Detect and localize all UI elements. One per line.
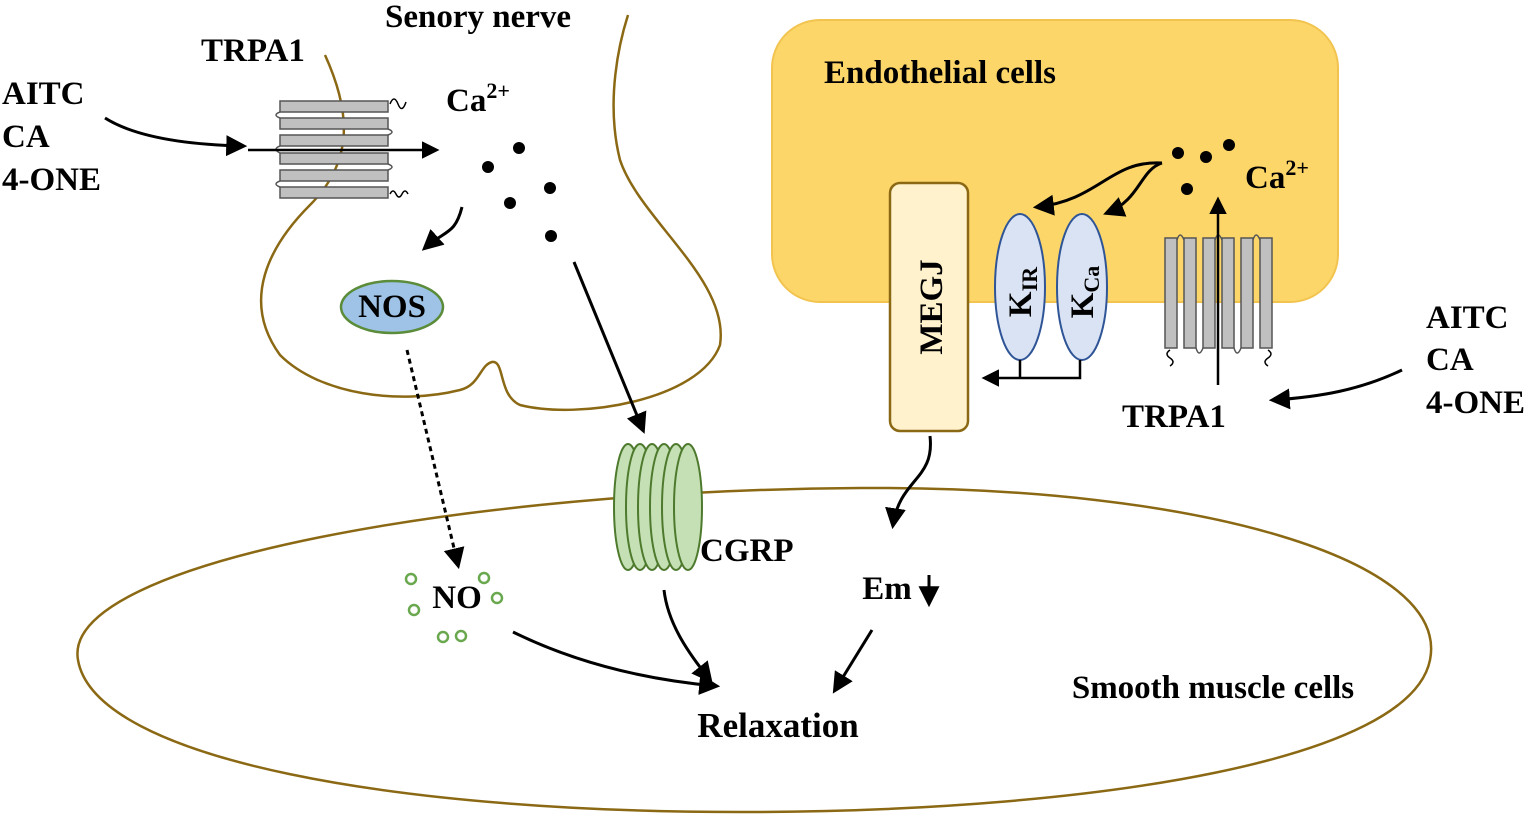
arrow-ca-to-cgrp <box>572 261 647 434</box>
relaxation-label: Relaxation <box>697 706 858 745</box>
arrow-ca-to-nos <box>421 206 464 251</box>
arrow-cgrp-to-relaxation <box>662 589 713 684</box>
arrow-no-to-relaxation <box>512 630 721 695</box>
megj-junction <box>888 181 970 433</box>
trpa1-endo-label: TRPA1 <box>1122 399 1226 435</box>
em-label: Em <box>862 571 912 607</box>
smooth-muscle-cell <box>76 486 1433 814</box>
smooth-muscle-label: Smooth muscle cells <box>1072 670 1354 706</box>
nos-label: NOS <box>358 289 426 325</box>
arrow-ca-to-kca <box>1103 161 1163 217</box>
arrow-em-to-relaxation <box>832 629 874 694</box>
ca-endo-label: Ca2+ <box>1245 155 1309 196</box>
sensory-nerve-label: Senory nerve <box>385 0 571 35</box>
cgrp-receptor <box>613 443 703 571</box>
trpa1-nerve-label: TRPA1 <box>201 33 305 69</box>
agonist-right-3: 4-ONE <box>1426 385 1525 421</box>
agonist-left-1: AITC <box>2 76 85 112</box>
no-label: NO <box>432 580 482 616</box>
endothelial-label: Endothelial cells <box>824 55 1056 91</box>
kca-label: KCa <box>1065 266 1104 319</box>
sensory-nerve-terminal <box>259 14 722 411</box>
arrow-ca-to-kir <box>1032 161 1163 216</box>
kir-label: KIR <box>1003 266 1042 317</box>
k-channel-connector <box>985 360 1082 378</box>
trpa1-channel-nerve <box>275 98 409 199</box>
arrow-nos-to-no <box>405 349 465 570</box>
kca-channel <box>1056 213 1108 361</box>
nos-enzyme <box>339 279 445 335</box>
arrow-agonists-to-trpa1-nerve <box>104 116 248 157</box>
agonist-right-1: AITC <box>1426 300 1509 336</box>
arrow-megj-to-em <box>885 435 932 530</box>
ca-nerve-label: Ca2+ <box>446 78 510 119</box>
calcium-ions-nerve <box>482 142 557 242</box>
megj-label: MEGJ <box>914 259 950 354</box>
no-molecules <box>404 571 504 644</box>
agonist-left-2: CA <box>2 119 50 155</box>
trpa1-channel-endothelium <box>1164 234 1273 367</box>
agonist-left-3: 4-ONE <box>2 162 101 198</box>
agonist-right-2: CA <box>1426 342 1474 378</box>
cgrp-label: CGRP <box>700 533 794 569</box>
arrow-agonists-to-trpa1-endo <box>1268 368 1403 410</box>
calcium-ions-endothelium <box>1172 139 1235 195</box>
